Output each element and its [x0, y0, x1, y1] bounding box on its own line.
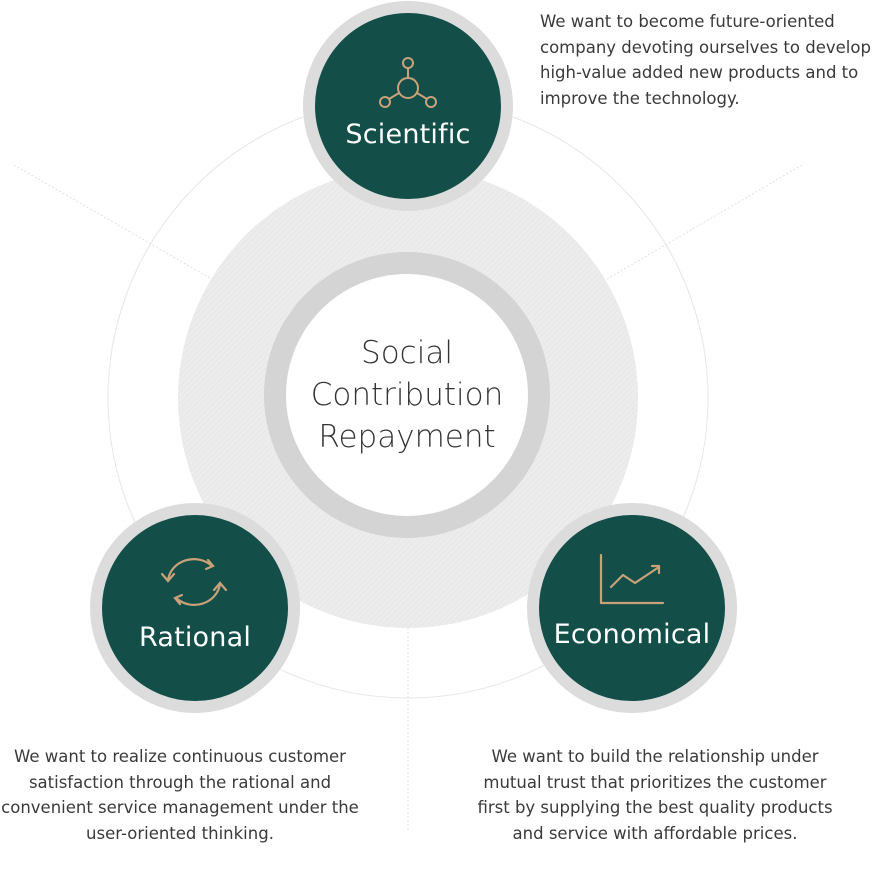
center-line-3: Repayment	[318, 419, 496, 455]
description-scientific: We want to become future-oriented compan…	[540, 12, 871, 108]
node-label-rational: Rational	[138, 621, 252, 653]
description-economical: We want to build the relationship under …	[477, 747, 833, 843]
center-circle: Social Contribution Repayment	[264, 252, 550, 538]
description-rational: We want to realize continuous customer s…	[1, 747, 359, 843]
center-line-2: Contribution	[310, 377, 504, 413]
refresh-cycle-icon	[160, 557, 228, 606]
guide-line-left	[13, 164, 301, 331]
node-economical: Economical	[527, 503, 737, 713]
node-label-economical: Economical	[553, 618, 711, 650]
node-rational: Rational	[90, 503, 300, 713]
molecule-icon	[379, 56, 437, 108]
center-title: Social Contribution Repayment	[311, 332, 503, 458]
line-chart-icon	[599, 553, 665, 604]
center-disc	[286, 274, 528, 516]
center-line-1: Social	[361, 335, 453, 371]
node-scientific: Scientific	[303, 1, 513, 211]
node-label-scientific: Scientific	[345, 118, 471, 150]
